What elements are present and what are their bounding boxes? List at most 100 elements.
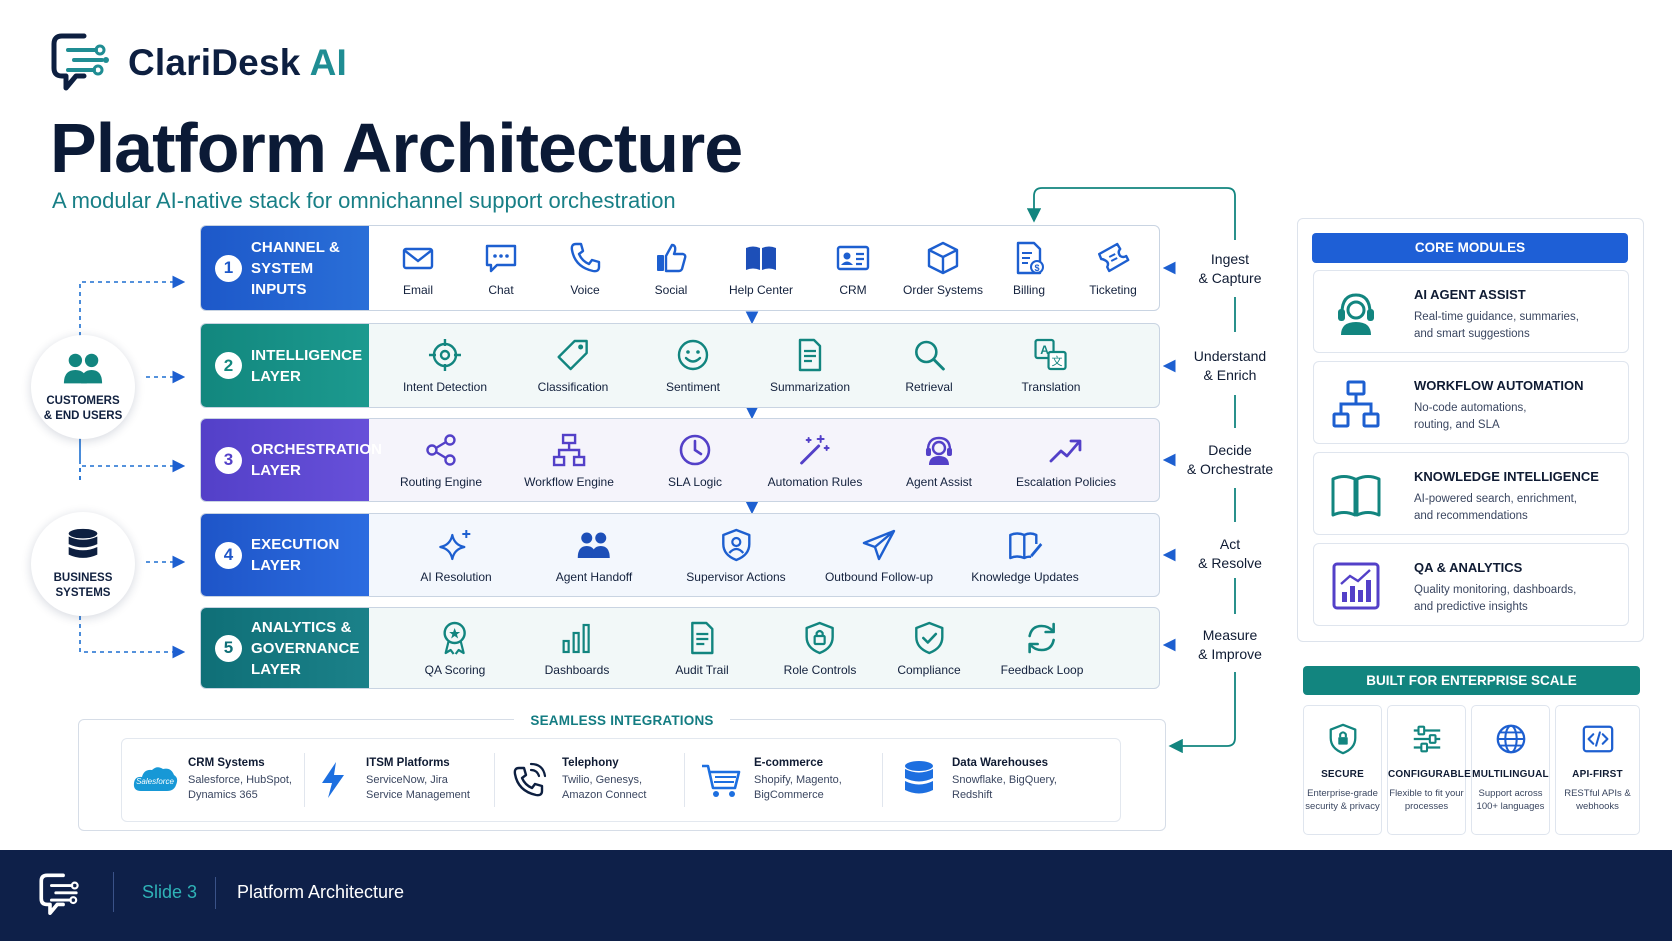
code-icon — [1582, 725, 1613, 753]
item-agent-assist[interactable]: Agent Assist — [906, 419, 972, 501]
chat-bubble-icon — [485, 244, 517, 272]
document-list-icon — [690, 621, 714, 654]
database-icon — [68, 528, 98, 558]
item-classification[interactable]: Classification — [538, 324, 608, 407]
agent-headset-icon — [1338, 293, 1374, 335]
item-retrieval[interactable]: Retrieval — [905, 324, 953, 407]
item-agent-handoff[interactable]: Agent Handoff — [556, 514, 632, 596]
footer-divider — [113, 872, 114, 912]
business-systems-node: BUSINESS SYSTEMS — [31, 512, 135, 616]
item-social[interactable]: Social — [653, 226, 689, 310]
document-icon — [798, 338, 822, 372]
item-email[interactable]: Email — [400, 226, 436, 310]
integrations-panel: SEAMLESS INTEGRATIONS Salesforce CRM Sys… — [78, 713, 1166, 831]
box-icon — [927, 241, 959, 274]
book-open-icon — [746, 246, 776, 270]
item-workflow-engine[interactable]: Workflow Engine — [524, 419, 614, 501]
item-compliance[interactable]: Compliance — [897, 608, 961, 688]
stage-act-resolve: Act & Resolve — [1198, 536, 1262, 571]
layer-number: 1 — [215, 254, 242, 282]
item-order-systems[interactable]: Order Systems — [903, 226, 983, 310]
smile-icon — [677, 339, 709, 371]
item-qa-scoring[interactable]: QA Scoring — [425, 608, 485, 688]
shield-lock-icon — [1329, 723, 1356, 755]
salesforce-cloud-icon: Salesforce — [133, 767, 178, 791]
item-sla-logic[interactable]: SLA Logic — [668, 419, 722, 501]
item-voice[interactable]: Voice — [567, 226, 603, 310]
book-edit-icon — [1008, 531, 1042, 559]
divider — [684, 753, 685, 807]
org-chart-icon — [1332, 380, 1380, 428]
item-audit-trail[interactable]: Audit Trail — [675, 608, 729, 688]
item-knowledge-updates[interactable]: Knowledge Updates — [971, 514, 1079, 596]
layer-label: EXECUTION LAYER — [251, 536, 340, 574]
brand-name: ClariDesk AI — [128, 42, 348, 83]
thumbs-up-icon — [657, 243, 687, 272]
item-ticketing[interactable]: Ticketing — [1089, 226, 1137, 310]
invoice-icon: $ — [1016, 241, 1044, 274]
item-feedback-loop[interactable]: Feedback Loop — [1001, 608, 1083, 688]
item-routing-engine[interactable]: Routing Engine — [400, 419, 482, 501]
item-summarization[interactable]: Summarization — [770, 324, 850, 407]
item-billing[interactable]: $Billing — [1011, 226, 1047, 310]
tag-icon — [557, 339, 589, 371]
layer-number: 3 — [215, 446, 242, 474]
globe-icon — [1496, 724, 1525, 754]
shopping-cart-icon — [702, 764, 741, 797]
phone-ringing-icon — [513, 762, 547, 797]
trend-up-icon — [1049, 439, 1082, 462]
footer-slide-number: Slide 3 — [142, 882, 198, 902]
ticket-icon — [1097, 242, 1130, 272]
item-role-controls[interactable]: Role Controls — [784, 608, 856, 688]
stage-measure-improve: Measure & Improve — [1198, 627, 1262, 662]
item-sentiment[interactable]: Sentiment — [666, 324, 720, 407]
salesforce-logo-text: Salesforce — [136, 777, 174, 786]
analytics-chart-icon — [1332, 562, 1380, 610]
divider — [494, 753, 495, 807]
item-supervisor-actions[interactable]: Supervisor Actions — [686, 514, 786, 596]
item-intent-detection[interactable]: Intent Detection — [403, 324, 487, 407]
search-icon — [914, 340, 945, 371]
footer-logo-icon — [39, 873, 79, 915]
item-dashboards[interactable]: Dashboards — [545, 608, 609, 688]
sparkles-icon — [438, 529, 470, 560]
item-crm[interactable]: CRM — [835, 226, 871, 310]
target-icon — [429, 339, 461, 371]
item-ai-resolution[interactable]: AI Resolution — [420, 514, 492, 596]
users-icon — [577, 532, 610, 558]
shield-lock-icon — [805, 621, 835, 654]
stage-decide-orchestrate: Decide & Orchestrate — [1186, 442, 1274, 477]
headset-agent-icon — [925, 436, 952, 465]
layer-label: CHANNEL & SYSTEM INPUTS — [251, 238, 340, 298]
item-help-center[interactable]: Help Center — [729, 226, 793, 310]
page-subtitle: A modular AI-native stack for omnichanne… — [52, 188, 676, 213]
item-automation-rules[interactable]: Automation Rules — [768, 419, 862, 501]
flowchart-icon — [552, 433, 586, 466]
award-badge-icon — [443, 621, 467, 655]
core-modules-title: CORE MODULES — [1312, 233, 1628, 263]
item-chat[interactable]: Chat — [483, 226, 519, 310]
users-icon — [63, 353, 103, 384]
item-escalation-policies[interactable]: Escalation Policies — [1016, 419, 1116, 501]
item-outbound-follow-up[interactable]: Outbound Follow-up — [825, 514, 933, 596]
footer-bar — [0, 850, 1672, 941]
stage-understand-enrich: Understand & Enrich — [1193, 348, 1267, 383]
